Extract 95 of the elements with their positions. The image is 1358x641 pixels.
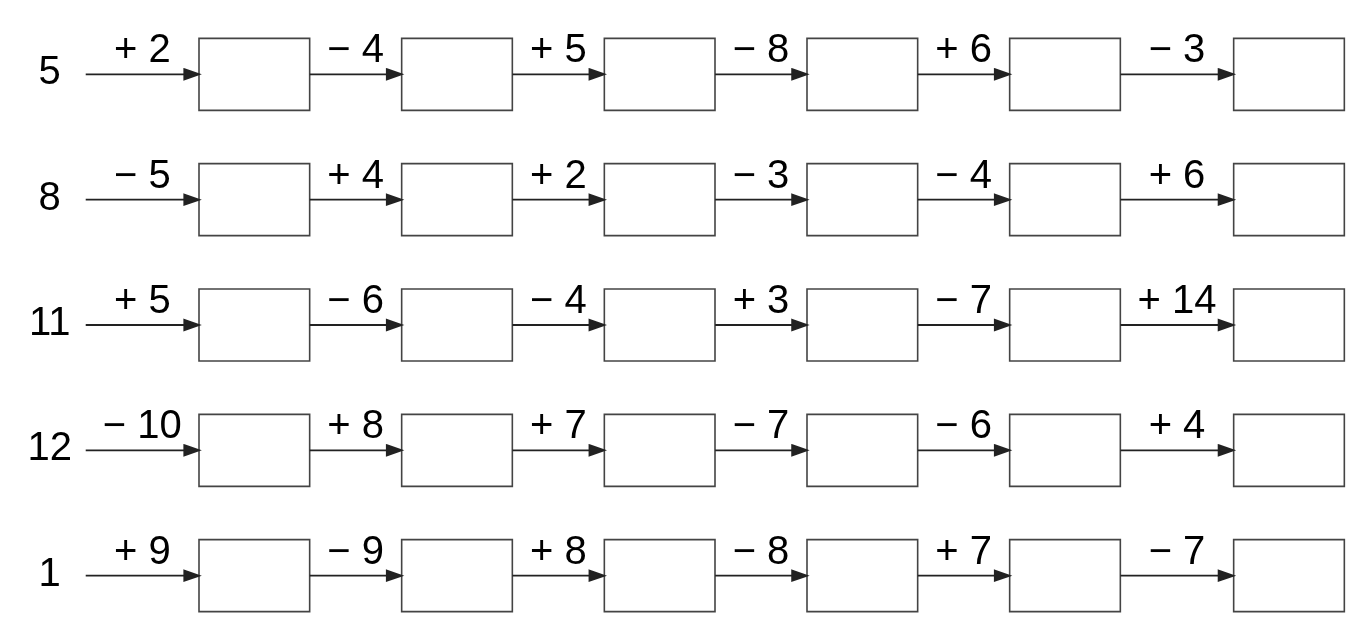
arrow [916,67,1013,81]
edge-label: − 3 [1148,25,1206,70]
node-box [603,287,716,362]
edge-label: − 5 [113,151,171,196]
arrow [308,443,405,457]
node-box [198,37,311,111]
arrow [1119,192,1237,206]
node-box [603,413,716,487]
node-text: 5 [38,47,61,92]
edge-label: + 5 [113,276,171,321]
node-box [1008,413,1122,487]
node-text: 12 [27,423,72,468]
node-box [198,287,311,362]
edge-label: + 8 [327,401,385,446]
edge-label: + 2 [529,151,587,196]
node-box [400,538,514,612]
arrow [511,67,607,81]
node-box [1232,37,1346,111]
arrow [714,568,810,582]
arrow [84,568,202,582]
node-box [806,538,919,612]
node-box [1008,162,1122,236]
edge-label: − 9 [327,527,385,572]
edge-label: + 14 [1137,276,1217,321]
node-box [400,37,514,111]
node-box [1008,538,1122,612]
arrow [714,443,810,457]
edge-label: + 6 [935,25,993,70]
edge-label: + 7 [935,527,993,572]
arrow [1119,67,1237,81]
edge-label: + 7 [529,401,587,446]
arrow [511,443,607,457]
edge-label: + 4 [327,151,385,196]
edge-label: − 3 [732,151,790,196]
node-box [806,287,919,362]
node-box [1008,37,1122,111]
edge-label: + 2 [113,25,171,70]
edge-label: − 7 [1148,527,1206,572]
arrow [84,318,202,331]
edge-label: − 7 [935,276,993,321]
node-box [603,162,716,236]
arrow [308,67,405,81]
edge-label: − 7 [732,401,790,446]
node-box [1232,538,1346,612]
node-box [1232,162,1346,236]
node-box [198,538,311,612]
edge-label: − 6 [935,401,993,446]
arrow [84,67,202,81]
arrow [511,192,607,206]
node-box [1232,287,1346,362]
arrow [714,192,810,206]
arrow [308,568,405,582]
arrow [1119,318,1237,331]
edge-label: + 5 [529,25,587,70]
arrow [916,568,1013,582]
node-box [603,538,716,612]
arrow [1119,568,1237,582]
edge-label: − 4 [935,151,993,196]
arrow [84,192,202,206]
node-box [806,413,919,487]
node-box [1008,287,1122,362]
arrow [511,318,607,331]
edge-label: − 8 [732,25,790,70]
arrow [308,318,405,331]
edge-label: − 10 [102,401,182,446]
edge-label: + 3 [732,276,790,321]
edge-label: − 8 [732,527,790,572]
edge-label: − 4 [327,25,385,70]
edge-label: + 9 [113,527,171,572]
node-box [1232,413,1346,487]
node-text: 1 [38,549,61,594]
node-box [400,413,514,487]
node-box [806,37,919,111]
node-text: 11 [28,298,71,343]
arrow [714,67,810,81]
arrow [916,192,1013,206]
edge-label: + 4 [1148,401,1206,446]
arrow [511,568,607,582]
edge-label: − 4 [529,276,587,321]
node-box [603,37,716,111]
arrow [916,443,1013,457]
arrow [1119,443,1237,457]
node-box [198,413,311,487]
edge-label: + 6 [1148,151,1206,196]
node-text: 8 [38,173,61,218]
arrow [714,318,810,331]
arrow [916,318,1013,331]
arrow [308,192,405,206]
node-box [806,162,919,236]
edge-label: − 6 [327,276,385,321]
node-box [400,287,514,362]
node-box [198,162,311,236]
node-box [400,162,514,236]
arrow [84,443,202,457]
edge-label: + 8 [529,527,587,572]
